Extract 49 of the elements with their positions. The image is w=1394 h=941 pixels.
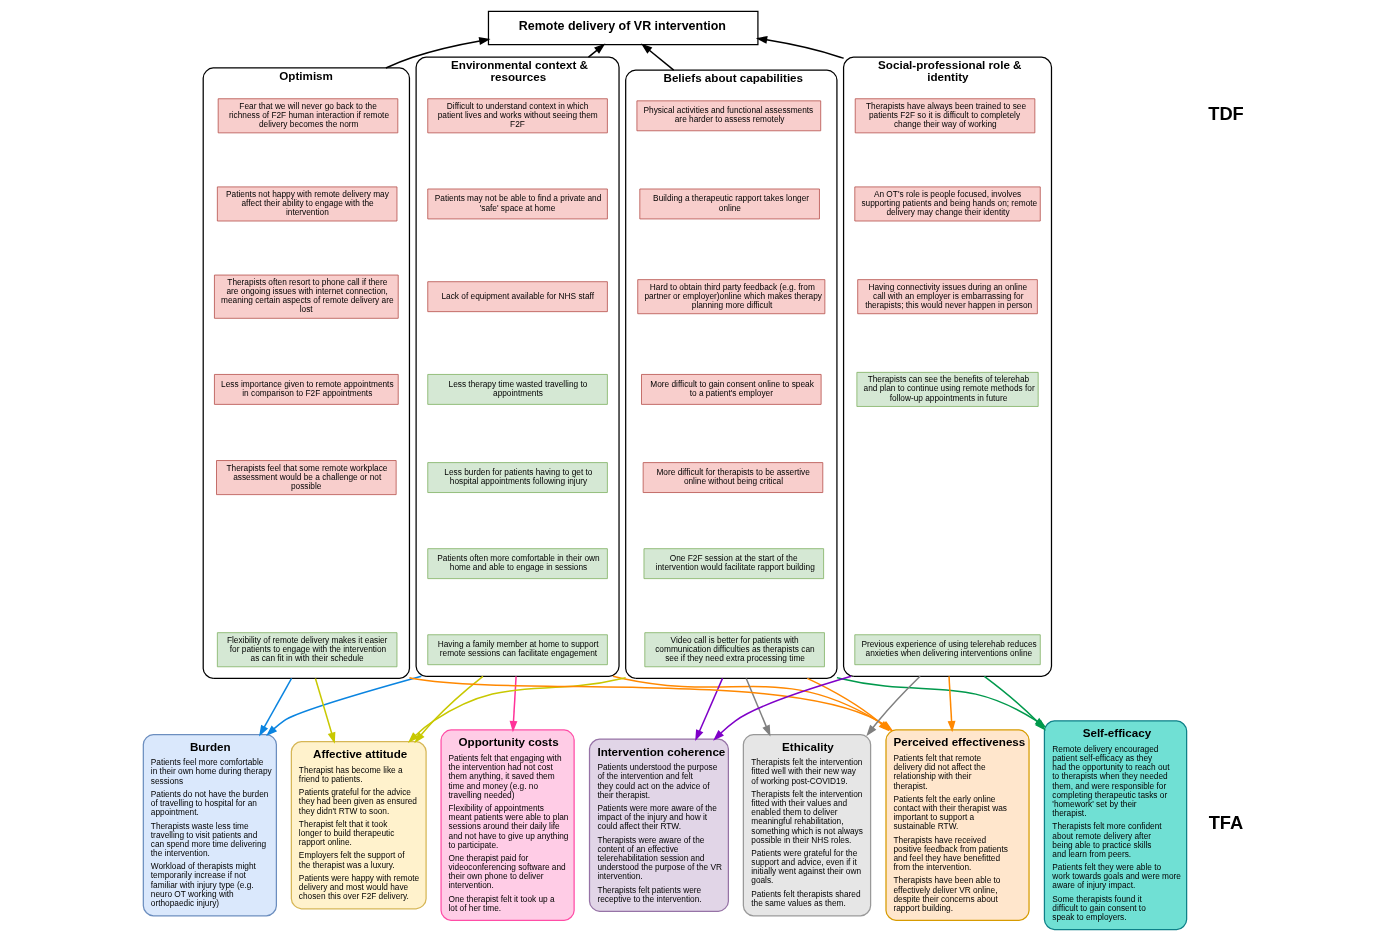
node-box: Intervention coherence Patients understood the purpose of the intervention and felt they could act on the advice of their therapist. Patients were more aware of the impact of the injury and how it could affect their RTW. Therapists were aware of the content of an effective telerehabilitation session and understood the purpose of the VR intervention. Therapists felt patients were receptive to the intervention. [588,738,729,912]
node-box: Therapists have always been trained to see patients F2F so it is difficult to completely change their way of working [854,98,1036,134]
arrow [407,676,627,744]
arrow [509,675,518,733]
arrow [713,675,852,741]
node-box: Self-efficacy Remote delivery encouraged patient self-efficacy as they had the opportunity to reach out to therapists when they needed them, and were responsible for completing therapeutic tasks or 'homework' set by their therapist. Therapists felt more confident about remote delivery after being able to practice skills and learn from peers. Patients felt they were able to work towards goals and were more aware of injury impact. Some therapists found it difficult to gain consent to speak to employers. [1043,720,1188,931]
node-box: Building a therapeutic rapport takes longer online [639,188,820,220]
node-box: Affective attitude Therapist has become like a friend to patients. Patients grateful for the advice they had been given as ensured they didn't RTW to soon. Therapist felt that it took longer to build therapeutic rapport online. Employers felt the support of the therapist was a luxury. Patients were happy with remote delivery and most would have chosen this over F2F delivery. [290,741,427,910]
node-box: Less therapy time wasted travelling to appointments [427,374,608,405]
node-box: Lack of equipment available for NHS staff [427,281,608,313]
label: TDF [1208,102,1244,124]
arrow [695,677,724,742]
arrow [314,677,336,744]
node-box: Therapists often resort to phone call if there are ongoing issues with internet connection, meaning certain aspects of remote delivery are lost [214,274,399,319]
arrow [266,675,423,737]
node-box: Therapists feel that some remote workplace assessment would be a challenge or not possible [216,460,397,496]
node-box: Fear that we will never go back to the richness of F2F human interaction if remote delivery becomes the norm [217,98,399,134]
node-box: Perceived effectiveness Patients felt that remote delivery did not affect the relationship with their therapist. Patients felt the early online contact with their therapist was important to support a sustainable RTW. Therapists have received positive feedback from patients and feel they have benefitted from the intervention. Therapists have been able to effectively deliver VR online, despite their concerns about rapport building. [885,729,1030,922]
node-box: One F2F session at the start of the intervention would facilitate rapport building [643,548,825,580]
node-box: Flexibility of remote delivery makes it easier for patients to engage with the intervention as can fit in with their schedule [216,632,398,668]
node-box: Previous experience of using telerehab reduces anxieties when delivering interventions online [854,634,1041,666]
arrow [414,675,484,744]
arrow [259,677,293,737]
node-box: Opportunity costs Patients felt that engaging with the intervention had not cost them anything, it saved them time and money (e.g. no travelling needed) Flexibility of appointments meant patients were able to plan sessions around their daily life and not have to give up anything to participate. One therapist paid for videoconferencing software and their own phone to deliver intervention. One therapist felt it took up a lot of her time. [440,729,575,922]
node-box: Physical activities and functional assessments are harder to assess remotely [636,100,822,132]
arrow [947,675,956,733]
node-box: Less burden for patients having to get to hospital appointments following injury [427,462,608,493]
node-box: Patients not happy with remote delivery may affect their ability to engage with the intervention [216,186,398,222]
arrow [385,37,491,69]
node-box: Having a family member at home to support remote sessions can facilitate engagement [427,634,608,666]
node-box: Video call is better for patients with communication difficulties as therapists can see if they need extra processing time [644,632,825,668]
node-box: Having connectivity issues during an online call with an employer is embarrassing for therapists; this would never happen in person [857,279,1038,315]
node-box: Difficult to understand context in which patient lives and works without seeing them F2F [427,98,608,134]
node-box: Patients may not be able to find a private and 'safe' space at home [427,188,608,220]
node-box: Therapists can see the benefits of telerehab and plan to continue using remote methods for follow-up appointments in future [856,371,1039,407]
node-box: Hard to obtain third party feedback (e.g. from partner or employer)online which makes therapy planning more difficult [637,279,826,315]
node-box: More difficult to gain consent online to speak to a patient's employer [641,374,822,405]
label: TFA [1208,812,1244,834]
node-box: Less importance given to remote appointments in comparison to F2F appointments [214,374,399,405]
node-box: An OT's role is people focused, involves supporting patients and being hands on; remote delivery may change their identity [854,186,1041,222]
arrow [755,36,845,60]
arrow [866,675,921,737]
node-box: More difficult for therapists to be assertive online without being critical [642,462,824,493]
arrow [745,677,771,737]
node-box: Burden Patients feel more comfortable in their own home during therapy sessions Patients do not have the burden of travelling to hospital for an appointment. Therapists waste less time travelling to visit patients and can spend more time delivering the intervention. Workload of therapists might temporarily increase if not familiar with injury type (e.g. neuro OT working with orthopaedic injury) [142,733,277,917]
arrow [641,43,675,71]
node-box: Patients often more comfortable in their own home and able to engage in sessions [427,548,608,580]
node-box: Ethicality Therapists felt the intervention fitted well with their new way of working post-COVID19. Therapists felt the intervention fitted with their values and enabled them to deliver meaningful rehabilitation, something which is not always possible in their NHS roles. Patients were grateful for the support and advice, even if it initially went against their own goals. Patients felt therapists shared the same values as them. [742,733,872,917]
node-box: Remote delivery of VR intervention [487,10,759,46]
